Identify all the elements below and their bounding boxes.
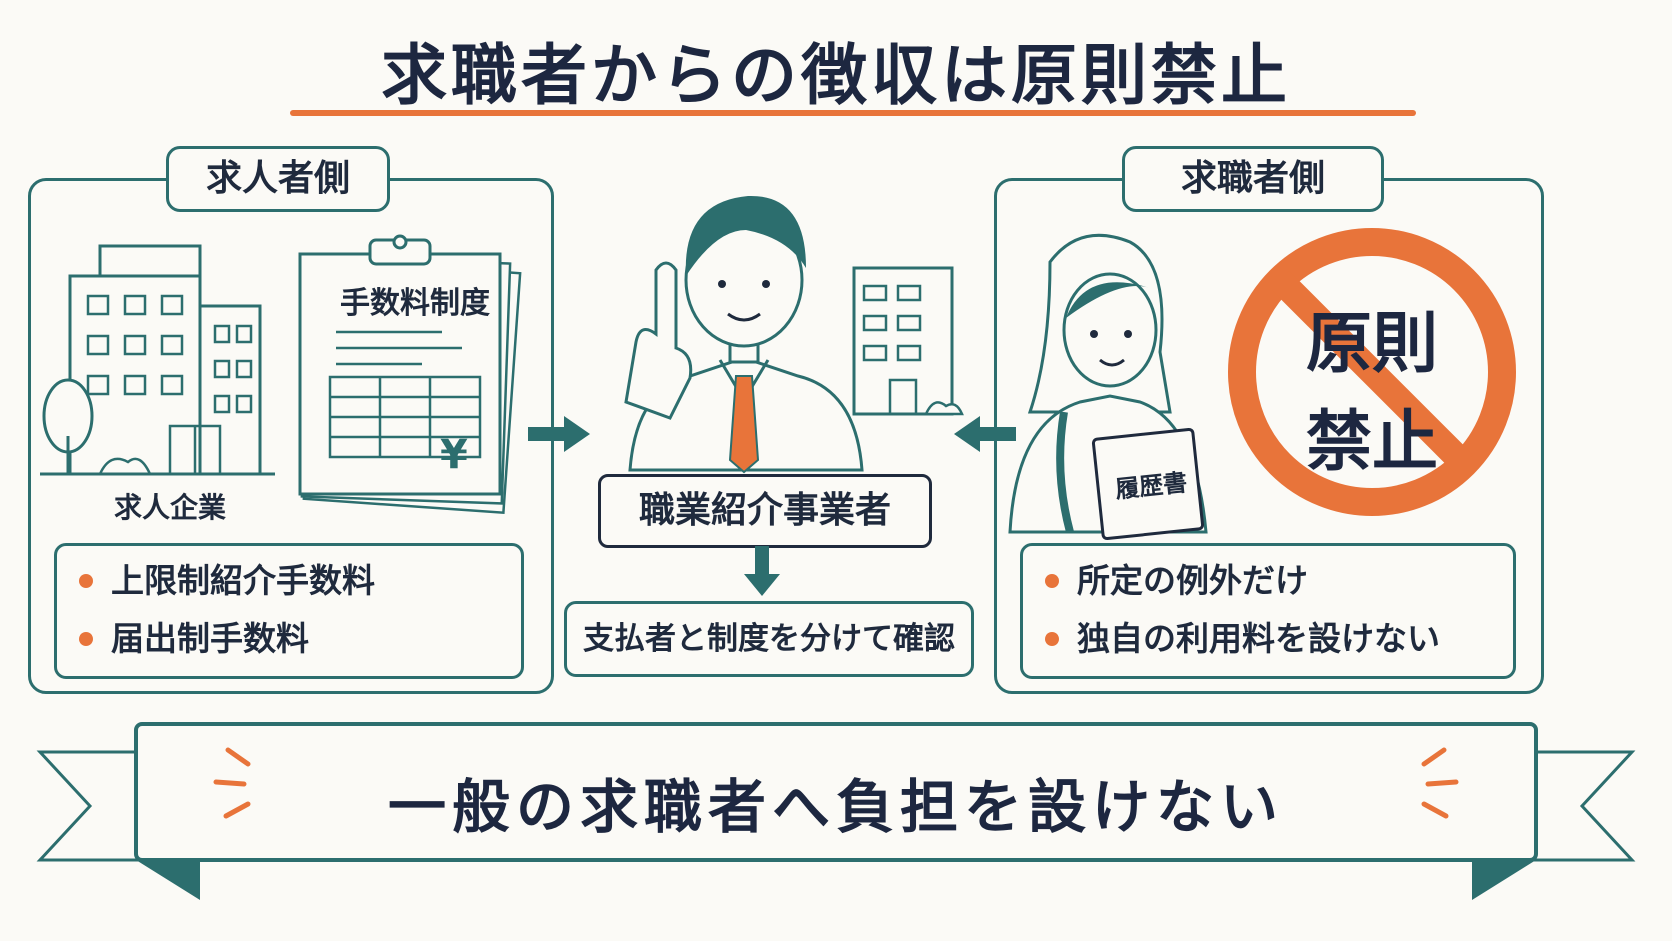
fee-document-icon bbox=[298, 234, 522, 515]
bullet-dot bbox=[79, 574, 93, 588]
list-item: 所定の例外だけ bbox=[1023, 552, 1513, 610]
banner-text: 一般の求職者へ負担を設けない bbox=[387, 773, 1284, 841]
resume-document-icon bbox=[1091, 427, 1205, 541]
arrow-down-icon bbox=[744, 546, 780, 596]
prohibition-sign-icon bbox=[1228, 228, 1516, 516]
list-item: 独自の利用料を設けない bbox=[1023, 610, 1513, 668]
list-item: 届出制手数料 bbox=[57, 610, 521, 668]
employer-side-heading: 求人者側 bbox=[166, 146, 390, 212]
ribbon-banner bbox=[36, 722, 1636, 900]
document-title: 手数料制度 bbox=[340, 286, 490, 321]
employer-fee-list: 上限制紹介手数料 届出制手数料 bbox=[57, 546, 521, 668]
list-item: 上限制紹介手数料 bbox=[57, 552, 521, 610]
prohibition-text-2: 禁止 bbox=[1306, 403, 1438, 480]
payer-check-note: 支払者と制度を分けて確認 bbox=[564, 601, 974, 677]
arrow-left-icon bbox=[954, 416, 1016, 452]
bullet-dot bbox=[1045, 574, 1059, 588]
agent-label: 職業紹介事業者 bbox=[598, 474, 932, 548]
prohibition-text-1: 原則 bbox=[1306, 305, 1438, 382]
bullet-dot bbox=[79, 632, 93, 646]
small-building-icon bbox=[852, 266, 964, 416]
jobseeker-rule-list: 所定の例外だけ 独自の利用料を設けない bbox=[1023, 546, 1513, 668]
employer-fee-box: 上限制紹介手数料 届出制手数料 bbox=[54, 543, 524, 679]
yen-symbol: ¥ bbox=[440, 432, 468, 478]
title-underline bbox=[290, 110, 1416, 116]
jobseeker-side-heading: 求職者側 bbox=[1122, 146, 1384, 212]
arrow-right-icon bbox=[528, 416, 590, 452]
office-building-icon bbox=[40, 244, 275, 476]
company-label: 求人企業 bbox=[113, 491, 226, 524]
agent-person-icon bbox=[624, 195, 864, 474]
bullet-dot bbox=[1045, 632, 1059, 646]
jobseeker-rule-box: 所定の例外だけ 独自の利用料を設けない bbox=[1020, 543, 1516, 679]
page-title: 求職者からの徴収は原則禁止 bbox=[381, 37, 1291, 114]
